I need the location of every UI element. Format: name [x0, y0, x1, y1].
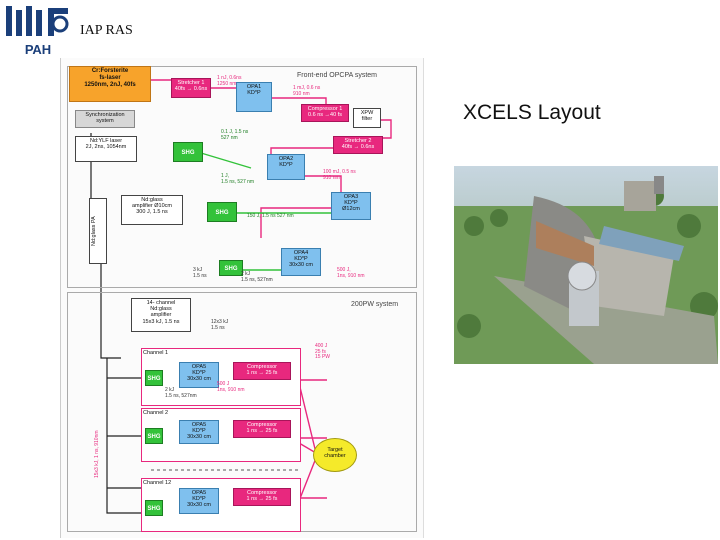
opa5-channel12: OPA5 KD*P 30x30 cm — [179, 488, 219, 514]
system-title: 200PW system — [351, 301, 399, 308]
stretcher2-box: Stretcher 2 40fs → 0.6ns — [333, 136, 383, 154]
shg-channel2: SHG — [145, 428, 163, 444]
ndglass-pa-box: Nd:glass PA — [89, 198, 107, 264]
label-12: 400 J 25 fs 15 PW — [315, 343, 331, 361]
opa5-channel1: OPA5 KD*P 30x30 cm — [179, 362, 219, 388]
xpw-filter-box: XPW filter — [353, 108, 381, 128]
opa2-box: OPA2 KD*P — [267, 154, 305, 180]
xcels-building-rendering — [454, 166, 718, 364]
organization-name: IAP RAS — [80, 23, 133, 38]
channel-amplifier-box: 14- channel Nd:glass amplifier 15x3 kJ, … — [131, 298, 191, 332]
frontend-title: Front-end OPCPA system — [297, 72, 378, 79]
shg-channel1: SHG — [145, 370, 163, 386]
opa3-box: OPA3 KD*P Ø12cm — [331, 192, 371, 220]
label-7: 3 kJ 1.5 ns — [193, 267, 207, 279]
label-9: 500 J, 1ns, 910 nm — [337, 267, 365, 279]
laser-system-diagram: Front-end OPCPA system 200PW system Cr:F… — [60, 58, 424, 538]
opa5-channel2: OPA5 KD*P 30x30 cm — [179, 420, 219, 444]
shg-box-1: SHG — [173, 142, 203, 162]
compressor1-box: Compressor 1 0.6 ns →40 fs — [301, 104, 349, 122]
frontend-frame — [67, 66, 417, 288]
synchronization-box: Synchronization system — [75, 110, 135, 128]
ndglass-amplifier-box: Nd:glass amplifier Ø10cm 300 J, 1.5 ns — [121, 195, 183, 225]
shg-box-3: SHG — [219, 260, 243, 276]
target-chamber: Target chamber — [313, 438, 357, 472]
label-13: 2 kJ 1.5 ns, 527nm — [165, 387, 197, 399]
label-5: 100 mJ, 0.5 ns 910 nm — [323, 169, 356, 181]
label-11: 500 J 1ns, 910 nm — [217, 381, 245, 393]
label-4: 1 J, 1.5 ns, 527 nm — [221, 173, 255, 185]
side-label: 15x3 kJ, 1 ns, 910nm — [94, 430, 100, 478]
stretcher1-box: Stretcher 1 40fs → 0.6ns — [171, 78, 211, 98]
label-1: 1 nJ, 0.6ns 1250 nm — [217, 75, 242, 87]
opa4-box: OPA4 KD*P 30x30 cm — [281, 248, 321, 276]
page-title: XCELS Layout — [463, 101, 601, 124]
logo-bottom-text: РАН — [25, 42, 51, 57]
shg-channel12: SHG — [145, 500, 163, 516]
label-6: 150 J, 1.5 ns 527 nm — [247, 213, 294, 219]
shg-box-2: SHG — [207, 202, 237, 222]
compressor-channel1: Compressor 1 ns → 25 fs — [233, 362, 291, 380]
label-2: 1 mJ, 0.6 ns 910 nm — [293, 85, 321, 97]
label-8: 2 kJ 1.5 ns, 527nm — [241, 271, 273, 283]
opa1-box: OPA1 KD*P — [236, 82, 272, 112]
label-3: 0.1 J, 1.5 ns 527 nm — [221, 129, 249, 141]
label-10: 12x3 kJ 1.5 ns — [211, 319, 229, 331]
ndylf-laser-box: Nd:YLF laser 2J, 2ns, 1054nm — [75, 136, 137, 162]
iap-ras-logo: РАН — [6, 6, 69, 57]
compressor-channel12: Compressor 1 ns → 25 fs — [233, 488, 291, 506]
crforsterite-laser-box: Cr:Forsterite fs-laser 1250nm, 2nJ, 40fs — [69, 66, 151, 102]
compressor-channel2: Compressor 1 ns → 25 fs — [233, 420, 291, 438]
